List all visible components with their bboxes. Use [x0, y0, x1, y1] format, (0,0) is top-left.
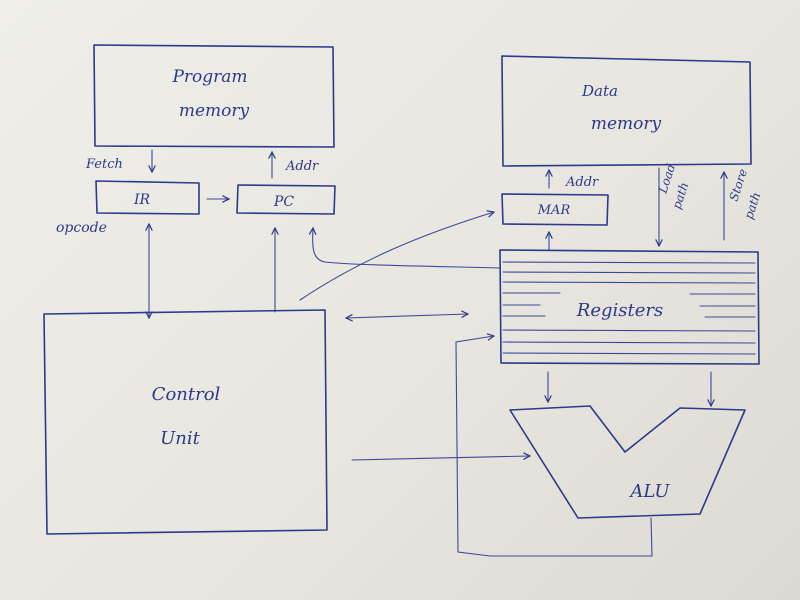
registers-block: Registers: [499, 249, 760, 365]
ir-register: IR: [95, 180, 200, 215]
data-memory-label-line2: memory: [591, 114, 662, 134]
control-unit-label-line2: Unit: [160, 428, 201, 449]
opcode-label: opcode: [56, 220, 107, 236]
registers-label: Registers: [576, 300, 663, 321]
pc-addr-signal: Addr: [272, 152, 319, 179]
store-path-label-line2: path: [742, 191, 764, 221]
ir-label: IR: [133, 192, 151, 208]
register-lines: [502, 261, 756, 355]
pc-addr-label: Addr: [285, 159, 319, 174]
data-memory-block: Data memory: [501, 55, 752, 167]
load-path-signal: Load path: [655, 162, 691, 246]
mar-addr-label: Addr: [565, 175, 599, 190]
load-path-label-line2: path: [670, 181, 692, 211]
alu-label: ALU: [628, 481, 670, 502]
mar-addr-signal: Addr: [549, 170, 599, 190]
pc-register: PC: [236, 184, 336, 215]
control-to-mar-arrow: [299, 212, 494, 301]
alu-feedback-arrow: [455, 336, 653, 557]
data-memory-label-line1: Data: [581, 82, 618, 100]
fetch-signal: Fetch: [85, 149, 152, 172]
control-to-alu-arrow: [351, 456, 530, 461]
fetch-label: Fetch: [85, 157, 123, 172]
control-registers-arrow: [346, 314, 468, 318]
registers-to-pc-arrow: [313, 228, 501, 269]
control-unit-block: Control Unit: [43, 309, 328, 535]
program-memory-label-line1: Program: [171, 67, 247, 87]
store-path-signal: Store path: [724, 167, 764, 241]
control-unit-label-line1: Control: [152, 384, 221, 405]
program-memory-label-line2: memory: [179, 101, 250, 121]
program-memory-block: Program memory: [93, 44, 335, 148]
mar-register: MAR: [501, 193, 609, 226]
opcode-signal: opcode: [56, 220, 149, 318]
pc-label: PC: [273, 194, 294, 210]
mar-label: MAR: [537, 203, 571, 218]
alu-block: ALU: [509, 405, 746, 519]
store-path-label-line1: Store: [727, 167, 751, 203]
